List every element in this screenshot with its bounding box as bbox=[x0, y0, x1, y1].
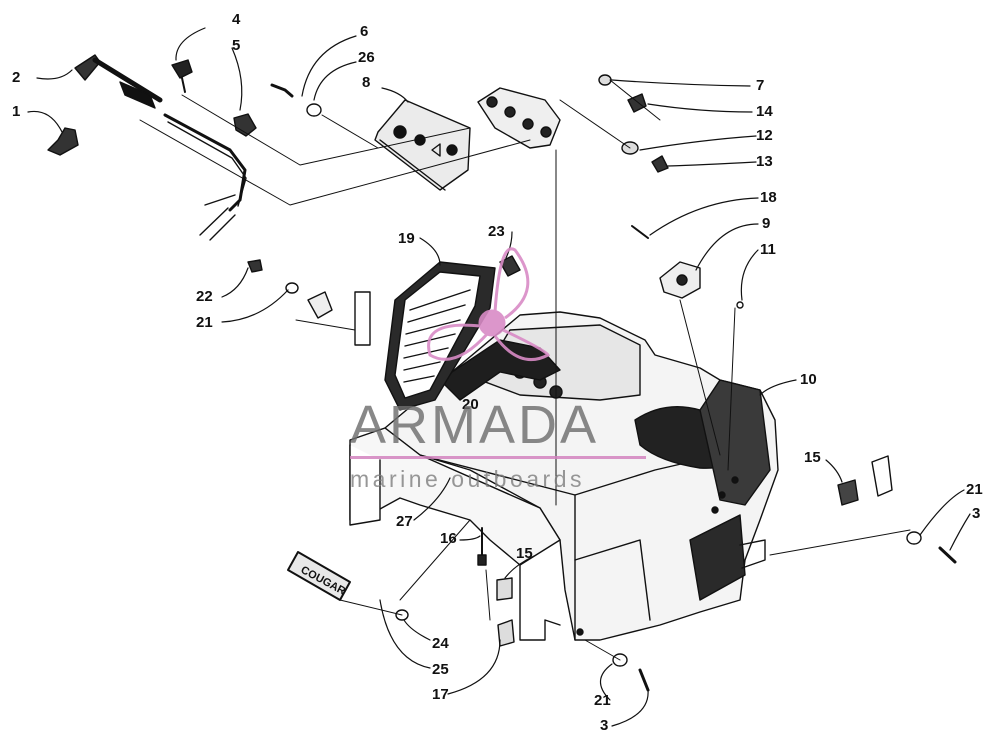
callout-2: 2 bbox=[12, 69, 21, 86]
callout-22: 22 bbox=[196, 288, 213, 305]
callout-20: 20 bbox=[462, 396, 479, 413]
callout-8: 8 bbox=[362, 74, 371, 91]
callout-19: 19 bbox=[398, 230, 415, 247]
callout-14: 14 bbox=[756, 103, 773, 120]
callout-25: 25 bbox=[432, 661, 449, 678]
callout-21-left: 21 bbox=[196, 314, 213, 331]
callout-4: 4 bbox=[232, 11, 241, 28]
watermark-title: ARMADA bbox=[350, 395, 600, 455]
callout-15-center: 15 bbox=[516, 545, 533, 562]
callout-21-bottom: 21 bbox=[594, 692, 611, 709]
callout-5: 5 bbox=[232, 37, 241, 54]
callout-18: 18 bbox=[760, 189, 777, 206]
callout-26: 26 bbox=[358, 49, 375, 66]
switch-panel bbox=[374, 99, 471, 191]
callout-10: 10 bbox=[800, 371, 817, 388]
callout-16: 16 bbox=[440, 530, 457, 547]
callout-17: 17 bbox=[432, 686, 449, 703]
cable-assembly bbox=[47, 54, 247, 241]
callout-6: 6 bbox=[360, 23, 369, 40]
callout-15-right: 15 bbox=[804, 449, 821, 466]
console-housing bbox=[384, 311, 779, 641]
callout-3-right: 3 bbox=[972, 505, 981, 522]
callout-7: 7 bbox=[756, 77, 765, 94]
watermark-logo bbox=[427, 247, 551, 362]
callout-24: 24 bbox=[432, 635, 449, 652]
callout-11: 11 bbox=[760, 241, 776, 258]
callout-21-right: 21 bbox=[966, 481, 983, 498]
callout-3-bottom: 3 bbox=[600, 717, 609, 734]
watermark-rule bbox=[350, 456, 646, 459]
callout-13: 13 bbox=[756, 153, 773, 170]
callout-1: 1 bbox=[12, 103, 21, 120]
callout-9: 9 bbox=[762, 215, 771, 232]
callout-12: 12 bbox=[756, 127, 773, 144]
callout-27: 27 bbox=[396, 513, 413, 530]
bracket-plate bbox=[477, 87, 561, 149]
watermark-subtitle: marine outboards bbox=[350, 466, 585, 492]
callout-23: 23 bbox=[488, 223, 505, 240]
